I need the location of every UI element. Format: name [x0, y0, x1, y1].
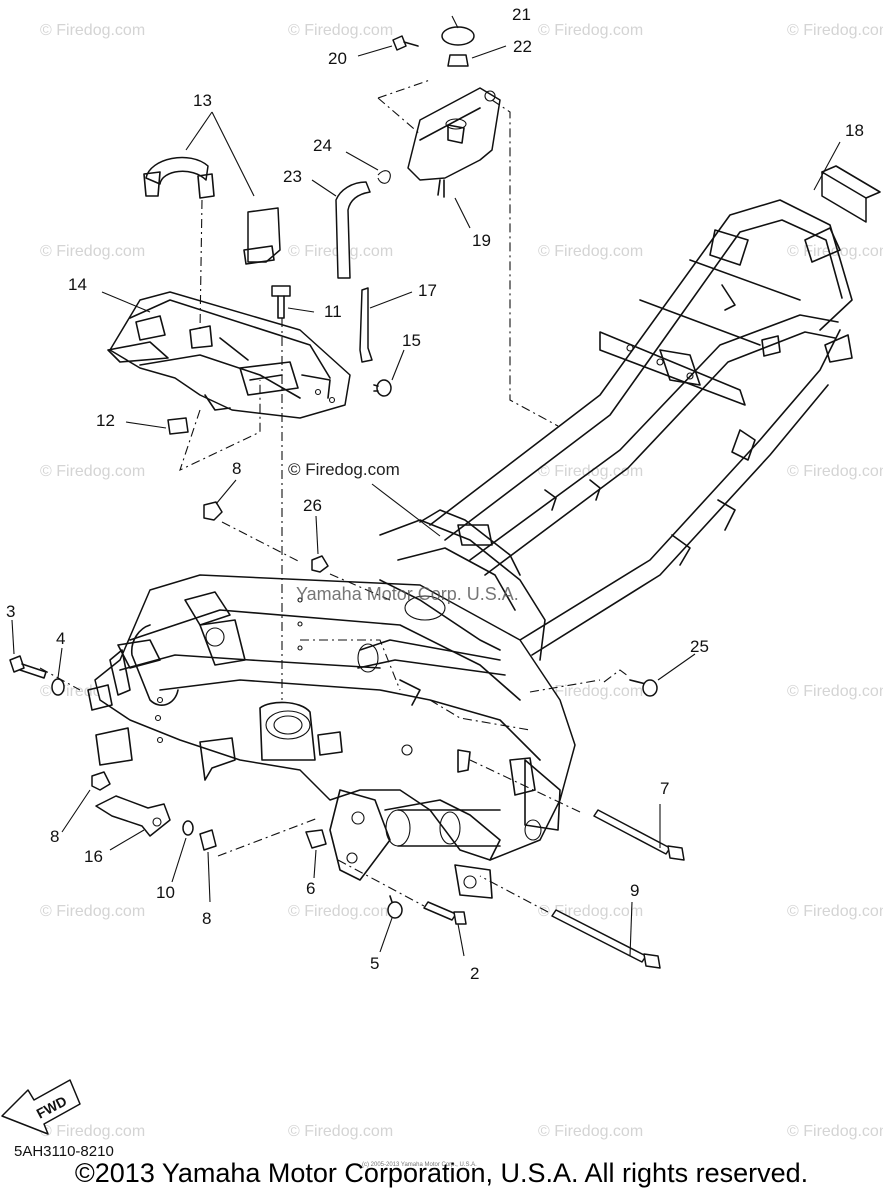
callout-9: 9 — [630, 881, 640, 900]
watermark: © Firedog.com — [787, 22, 883, 39]
plate-12 — [167, 417, 189, 435]
callout-12: 12 — [96, 411, 115, 430]
reservoir-grommet — [447, 54, 469, 67]
callout-18: 18 — [845, 121, 864, 140]
callout-8-left: 8 — [50, 827, 60, 846]
watermark: © Firedog.com — [787, 1123, 883, 1140]
callout-11: 11 — [324, 302, 342, 321]
yamaha-watermark: Yamaha Motor Corp. U.S.A. — [296, 584, 519, 604]
callout-22: 22 — [513, 37, 532, 56]
copyright-footer: ©2013 Yamaha Motor Corporation, U.S.A. A… — [74, 1158, 809, 1188]
callout-23: 23 — [283, 167, 302, 186]
callout-20: 20 — [328, 49, 347, 68]
callout-7: 7 — [660, 779, 670, 798]
leader-lines — [11, 15, 841, 957]
callout-8-upper: 8 — [232, 459, 242, 478]
watermark: © Firedog.com — [40, 243, 146, 260]
watermark: © Firedog.com — [787, 463, 883, 480]
watermark: © Firedog.com — [40, 1123, 146, 1140]
rear-frame-rails — [429, 199, 853, 656]
installation-lines — [39, 79, 629, 913]
callout-6: 6 — [306, 879, 316, 898]
watermark: © Firedog.com — [40, 903, 146, 920]
callout-13: 13 — [193, 91, 212, 110]
fwd-arrow — [1, 1079, 81, 1135]
collar-6 — [305, 829, 327, 849]
rubber-band-upper — [145, 156, 209, 185]
watermark: © Firedog.com — [40, 463, 146, 480]
bolt-2 — [423, 901, 467, 925]
rear-cushion — [821, 171, 867, 223]
bolt-9 — [551, 909, 661, 969]
watermark: © Firedog.com — [288, 903, 394, 920]
watermark: © Firedog.com — [288, 1123, 394, 1140]
washer-4 — [51, 678, 65, 696]
overflow-hose — [335, 181, 371, 279]
callout-15: 15 — [402, 331, 421, 350]
callout-10: 10 — [156, 883, 175, 902]
hose-clip — [377, 170, 391, 184]
callout-2: 2 — [470, 964, 480, 983]
reservoir-cap — [441, 26, 475, 46]
callout-17: 17 — [418, 281, 437, 300]
bolt-3 — [9, 655, 47, 679]
callout-25: 25 — [690, 637, 709, 656]
watermark: © Firedog.com — [40, 22, 146, 39]
nut-15 — [373, 379, 392, 397]
bolt-7 — [593, 809, 685, 861]
callout-21: 21 — [512, 5, 531, 24]
bolt-25 — [629, 679, 658, 697]
diagram-part-code: 5AH3110-8210 — [14, 1143, 114, 1160]
watermark: © Firedog.com — [787, 903, 883, 920]
battery-box-tray — [107, 291, 351, 419]
bracket-16 — [95, 795, 171, 837]
nut-26 — [311, 555, 329, 573]
watermark: © Firedog.com — [288, 22, 394, 39]
rubber-band-lower — [247, 207, 281, 263]
callout-4: 4 — [56, 629, 66, 648]
bolt-20 — [392, 35, 419, 51]
callout-5: 5 — [370, 954, 380, 973]
watermark: © Firedog.com — [538, 1123, 644, 1140]
callout-16: 16 — [84, 847, 103, 866]
callout-3: 3 — [6, 602, 16, 621]
callout-26: 26 — [303, 496, 322, 515]
washer-10 — [182, 820, 194, 836]
watermark: © Firedog.com — [787, 683, 883, 700]
nut-8-left — [91, 771, 111, 791]
callout-8-right: 8 — [202, 909, 212, 928]
fine-print: (c) 2005-2013 Yamaha Motor Corp., U.S.A. — [362, 1162, 477, 1168]
watermark: © Firedog.com — [538, 683, 644, 700]
callout-24: 24 — [313, 136, 332, 155]
center-watermark: © Firedog.com — [288, 460, 400, 479]
nut-8-upper — [203, 501, 223, 521]
nut-8-right — [199, 829, 217, 851]
callout-14: 14 — [68, 275, 87, 294]
bolt-5 — [387, 895, 403, 919]
callout-19: 19 — [472, 231, 491, 250]
main-frame-spar — [87, 509, 576, 899]
cable-tie — [359, 287, 373, 363]
bolt-11 — [271, 285, 291, 319]
watermark: © Firedog.com — [538, 243, 644, 260]
coolant-reservoir-tank — [407, 87, 501, 198]
watermark: © Firedog.com — [538, 22, 644, 39]
